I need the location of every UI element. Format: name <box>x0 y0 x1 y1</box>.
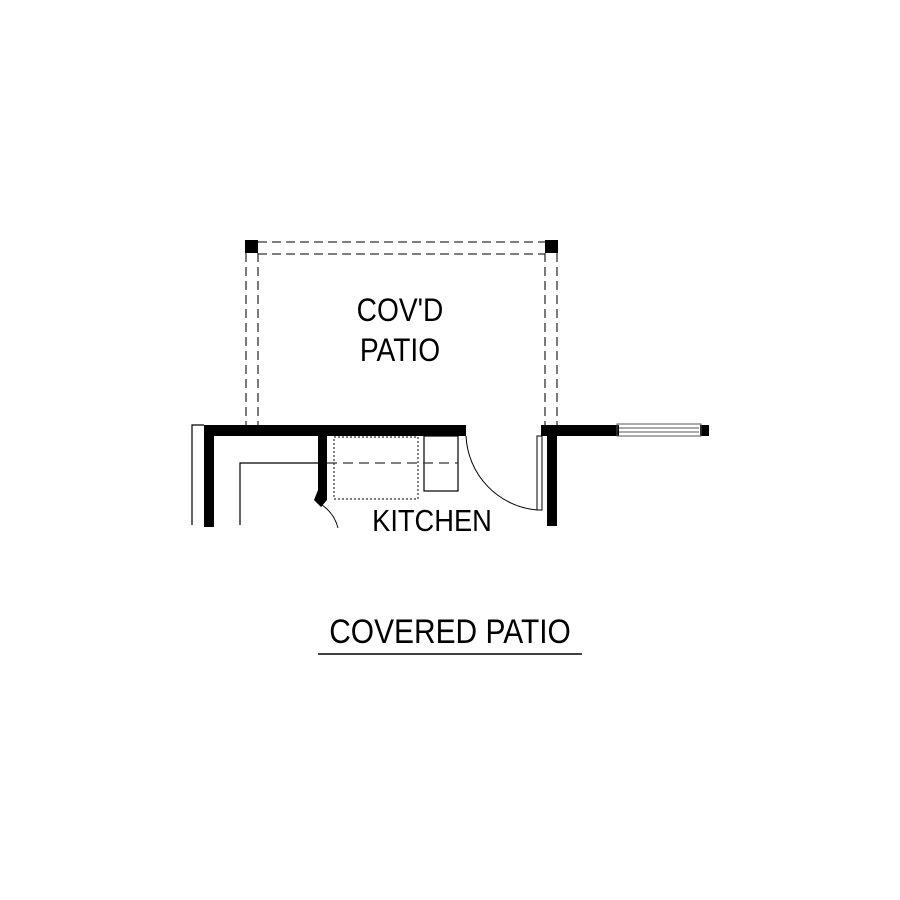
room-label-line2: PATIO <box>359 332 441 368</box>
room-label-line1: COV'D <box>356 292 444 328</box>
room-label-covd-patio: COV'D PATIO <box>312 290 488 370</box>
door-swing-right <box>465 435 538 511</box>
post-right <box>545 240 558 253</box>
walls <box>204 425 709 527</box>
room-label-kitchen: KITCHEN <box>372 503 492 538</box>
post-left <box>245 240 258 253</box>
door-leaf-right <box>536 435 543 511</box>
kitchen-sink-area <box>333 436 419 500</box>
plan-title: COVERED PATIO <box>329 613 571 651</box>
left-outer-lines <box>191 424 320 525</box>
window <box>616 423 702 437</box>
patio-beams <box>245 241 558 425</box>
door-swing-left <box>321 504 339 529</box>
